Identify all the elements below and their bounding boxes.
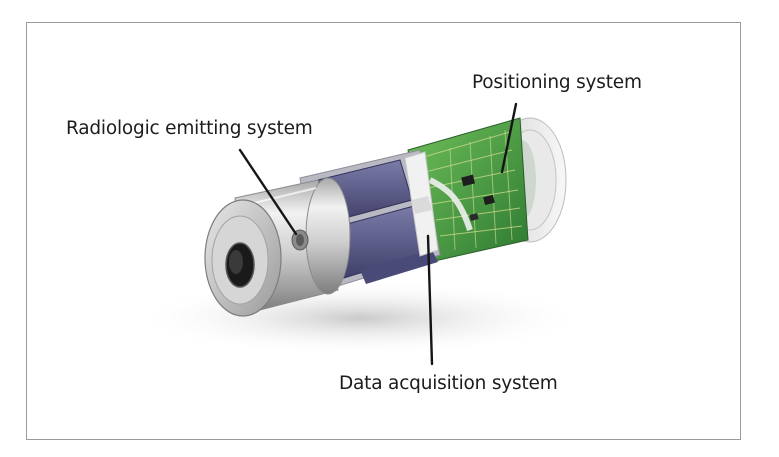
label-data-acquisition-system: Data acquisition system [339,373,558,394]
circuit-board-section [407,117,529,263]
leader-line-positioning [500,102,518,174]
device-shadow [130,280,590,356]
leader-line-emitter [238,148,298,236]
leader-line-data [426,234,434,366]
label-radiologic-emitting-system: Radiologic emitting system [66,118,313,139]
leader-lines [238,102,518,366]
front-cap [204,199,282,317]
label-positioning-system: Positioning system [472,72,642,93]
